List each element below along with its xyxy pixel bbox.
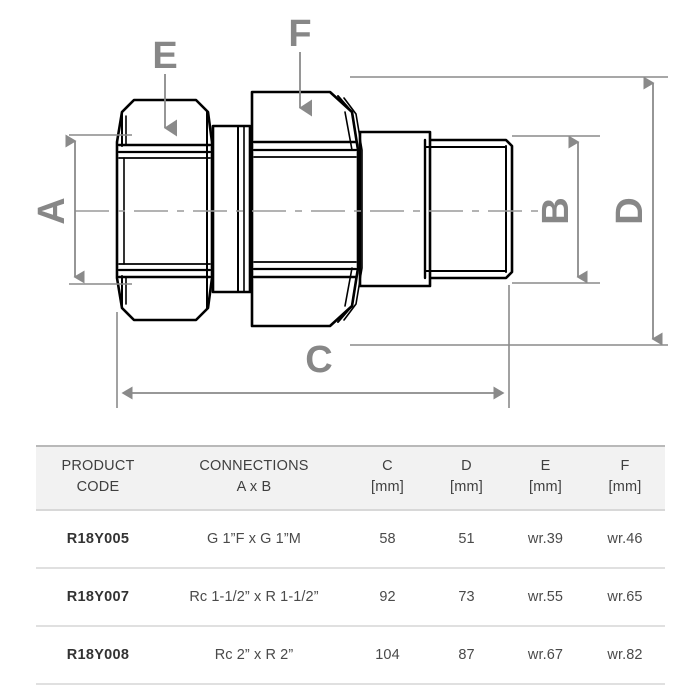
column-header-d: D [mm] [427, 444, 506, 512]
fitting-detail-lines [117, 111, 507, 309]
dimension-c [116, 285, 510, 408]
dimension-label-d: D [609, 197, 651, 224]
cell-connections: Rc 1-1/2” x R 1-1/2” [160, 568, 348, 628]
cell-e: wr.55 [506, 568, 585, 628]
cell-connections: G 1”F x G 1”M [160, 510, 348, 570]
header-line-2: [mm] [528, 479, 562, 496]
cell-d: 51 [427, 510, 506, 570]
technical-drawing: A B D C [31, 13, 668, 408]
cell-c: 58 [348, 510, 427, 570]
header-line-2: A x B [236, 479, 272, 496]
cell-c: 92 [348, 568, 427, 628]
product-spec-table: PRODUCT CODE CONNECTIONS A x B C [mm] D … [36, 444, 665, 686]
column-header-connections: CONNECTIONS A x B [160, 444, 348, 512]
header-line-2: [mm] [449, 479, 483, 496]
column-header-c: C [mm] [348, 444, 427, 512]
header-line-1: F [620, 458, 630, 474]
header-line-2: [mm] [608, 479, 642, 496]
table-header: PRODUCT CODE CONNECTIONS A x B C [mm] D … [36, 444, 665, 512]
cell-product-code: R18Y007 [36, 568, 160, 628]
column-header-e: E [mm] [506, 444, 585, 512]
table-header-row: PRODUCT CODE CONNECTIONS A x B C [mm] D … [36, 444, 665, 512]
cell-f: wr.46 [585, 510, 665, 570]
header-line-1: CONNECTIONS [199, 458, 309, 474]
header-line-1: E [540, 458, 551, 474]
header-line-1: PRODUCT [61, 458, 135, 474]
column-header-product-code: PRODUCT CODE [36, 444, 160, 512]
header-line-1: D [461, 458, 472, 474]
table-row[interactable]: R18Y007 Rc 1-1/2” x R 1-1/2” 92 73 wr.55… [36, 568, 665, 628]
cell-product-code: R18Y005 [36, 510, 160, 570]
header-line-1: C [382, 458, 393, 474]
cell-e: wr.67 [506, 626, 585, 686]
column-header-f: F [mm] [585, 444, 665, 512]
dimension-label-f: F [288, 13, 311, 55]
dimension-b [512, 135, 600, 284]
table-row[interactable]: R18Y005 G 1”F x G 1”M 58 51 wr.39 wr.46 [36, 510, 665, 570]
table-body: R18Y005 G 1”F x G 1”M 58 51 wr.39 wr.46 … [36, 510, 665, 686]
cell-d: 73 [427, 568, 506, 628]
cell-c: 104 [348, 626, 427, 686]
dimension-a [65, 134, 132, 285]
cell-product-code: R18Y008 [36, 626, 160, 686]
cell-f: wr.65 [585, 568, 665, 628]
cell-e: wr.39 [506, 510, 585, 570]
cell-connections: Rc 2” x R 2” [160, 626, 348, 686]
cell-f: wr.82 [585, 626, 665, 686]
dimension-label-e: E [152, 35, 177, 77]
fitting-outline [115, 90, 514, 328]
table-row[interactable]: R18Y008 Rc 2” x R 2” 104 87 wr.67 wr.82 [36, 626, 665, 686]
dimension-label-a: A [31, 197, 73, 224]
dimension-label-c: C [305, 339, 332, 381]
header-line-2: CODE [76, 479, 120, 496]
dimension-label-b: B [535, 197, 577, 224]
header-line-2: [mm] [370, 479, 404, 496]
cell-d: 87 [427, 626, 506, 686]
